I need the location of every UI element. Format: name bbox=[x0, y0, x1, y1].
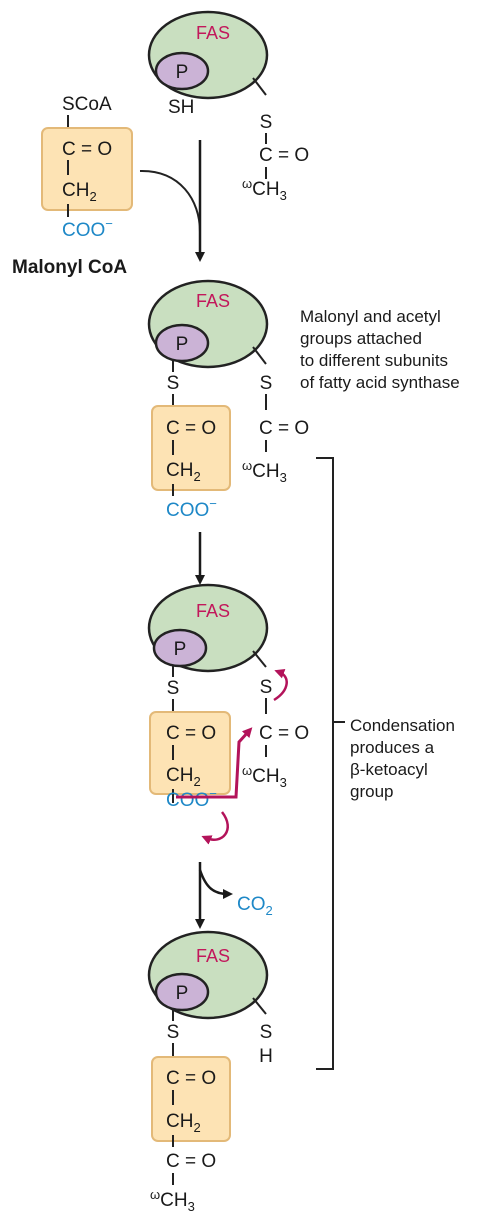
malonyl-coa-label: Malonyl CoA bbox=[12, 257, 127, 278]
fas-label-1: FAS bbox=[196, 23, 230, 43]
c-eq-o-malonyl-1: C = O bbox=[62, 139, 112, 160]
svg-text:FAS: FAS bbox=[196, 601, 230, 621]
enzyme-arm-1 bbox=[252, 77, 267, 96]
svg-text:S: S bbox=[167, 373, 180, 394]
svg-text:COO−: COO− bbox=[166, 496, 217, 521]
svg-text:ωCH3: ωCH3 bbox=[242, 763, 287, 790]
bracket bbox=[316, 457, 334, 1070]
curved-arrow-thioester bbox=[273, 669, 288, 702]
svg-text:ωCH3: ωCH3 bbox=[242, 458, 287, 485]
malonyl-box-2 bbox=[151, 405, 231, 491]
co2-label: CO2 bbox=[237, 894, 273, 918]
svg-text:ωCH3: ωCH3 bbox=[150, 1187, 195, 1214]
svg-text:P: P bbox=[174, 639, 187, 660]
svg-text:CH2: CH2 bbox=[166, 460, 201, 484]
malonyl-box-1 bbox=[41, 127, 133, 211]
h-label: H bbox=[259, 1046, 273, 1067]
svg-text:C = O: C = O bbox=[166, 723, 216, 744]
malonyl-join-curve bbox=[139, 169, 201, 233]
svg-text:S: S bbox=[167, 678, 180, 699]
p-label-1: P bbox=[176, 62, 189, 83]
svg-text:COO−: COO− bbox=[166, 786, 217, 811]
svg-text:C = O: C = O bbox=[259, 418, 309, 439]
caption-condensation: Condensation produces a β-ketoacyl group bbox=[350, 716, 460, 801]
svg-text:FAS: FAS bbox=[196, 291, 230, 311]
curved-arrow-decarboxylation bbox=[201, 811, 229, 845]
svg-text:S: S bbox=[260, 677, 273, 698]
svg-text:S: S bbox=[260, 1022, 273, 1043]
svg-text:CH2: CH2 bbox=[166, 1111, 201, 1135]
p-subunit-4 bbox=[154, 972, 210, 1012]
co2-release-arrow bbox=[198, 869, 233, 899]
svg-text:FAS: FAS bbox=[196, 946, 230, 966]
stage-3: FAS P S C = O CH2 COO− S C = O ωCH3 Cond… bbox=[147, 583, 460, 929]
c-eq-o-acetyl-1: C = O bbox=[259, 145, 309, 166]
svg-text:S: S bbox=[167, 1022, 180, 1043]
svg-text:P: P bbox=[176, 983, 189, 1004]
caption-attached: Malonyl and acetyl groups attached to di… bbox=[300, 307, 460, 392]
coo-malonyl-1: COO− bbox=[62, 216, 113, 241]
svg-text:C = O: C = O bbox=[259, 723, 309, 744]
svg-text:P: P bbox=[176, 334, 189, 355]
sh-1: SH bbox=[168, 97, 194, 118]
svg-text:C = O: C = O bbox=[166, 1068, 216, 1089]
s-acetyl-1: S bbox=[260, 112, 273, 133]
stage-4: FAS P S H S C = O CH2 C = O ωCH3 bbox=[147, 930, 273, 1214]
p-subunit-1 bbox=[154, 51, 210, 91]
stage-2: FAS P S C = O CH2 COO− S C = O ωCH3 Malo… bbox=[147, 279, 460, 585]
ketoacyl-box-4 bbox=[151, 1056, 231, 1142]
svg-text:C = O: C = O bbox=[166, 1151, 216, 1172]
svg-text:S: S bbox=[260, 373, 273, 394]
svg-text:CH2: CH2 bbox=[166, 765, 201, 789]
p-subunit-3 bbox=[152, 628, 208, 668]
scoa-label: SCoA bbox=[62, 94, 112, 115]
svg-text:C = O: C = O bbox=[166, 418, 216, 439]
p-subunit-2 bbox=[154, 323, 210, 363]
ch3-acetyl-1: ωCH3 bbox=[242, 176, 287, 203]
curved-arrow-condensation bbox=[176, 727, 253, 799]
ch2-malonyl-1: CH2 bbox=[62, 180, 97, 204]
malonyl-box-3 bbox=[149, 711, 231, 795]
stage-1: FAS P SH S C = O ωCH3 SCoA C = O CH2 COO… bbox=[12, 10, 309, 278]
